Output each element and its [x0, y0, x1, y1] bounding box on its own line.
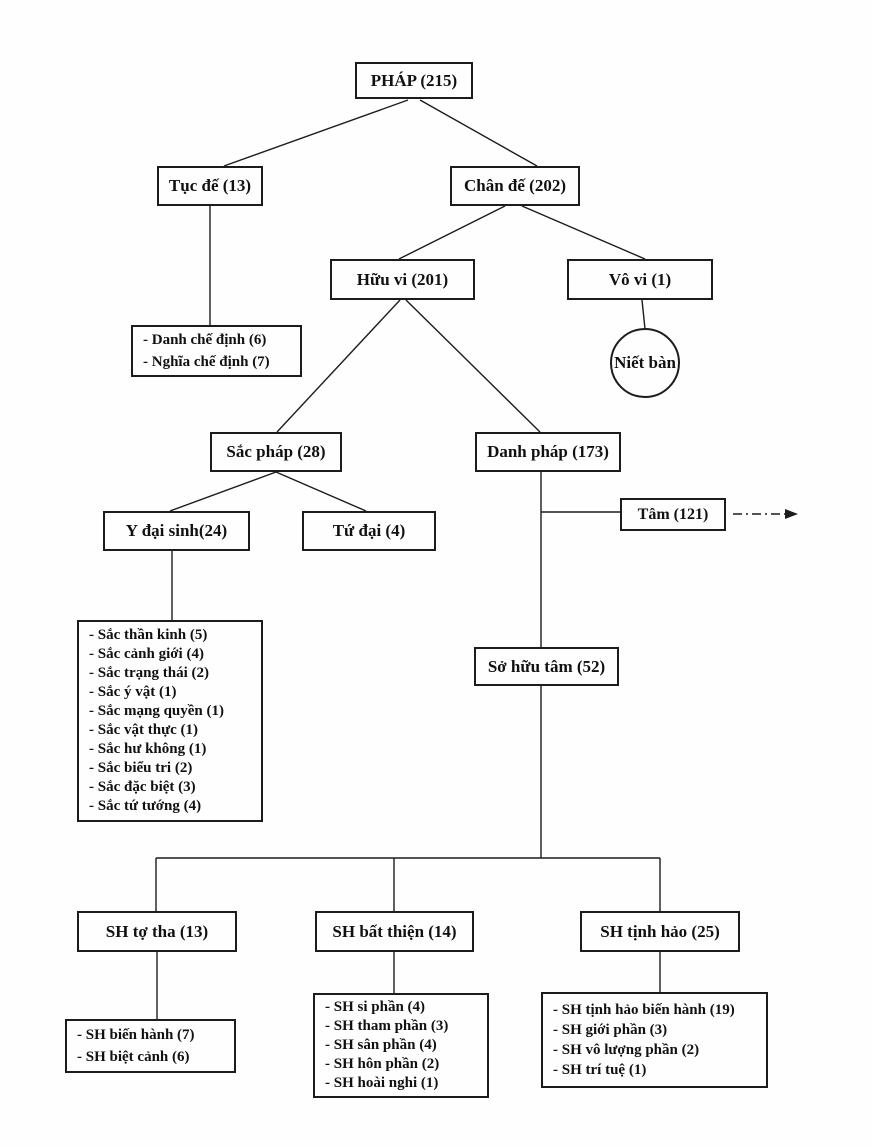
list-item: - Sắc biểu tri (2) — [89, 760, 193, 776]
edge-huuvi-sacphap — [276, 299, 401, 433]
list-item: - SH trí tuệ (1) — [553, 1062, 647, 1078]
node-tu-dai-label: Tứ đại (4) — [332, 521, 406, 540]
edge-phap-tucde — [223, 99, 409, 167]
list-item: - Sắc trạng thái (2) — [89, 665, 209, 681]
list-sh-tinh-hao-details: - SH tịnh hảo biến hành (19) - SH giới p… — [541, 992, 768, 1088]
node-so-huu-tam: Sở hữu tâm (52) — [474, 647, 619, 686]
list-item: - SH tịnh hảo biến hành (19) — [553, 1002, 735, 1018]
list-item: - SH biến hành (7) — [77, 1027, 195, 1043]
list-item: - Sắc hư không (1) — [89, 741, 207, 757]
node-tuc-de-label: Tục đế (13) — [168, 176, 252, 195]
node-huu-vi: Hữu vi (201) — [330, 259, 475, 300]
edge-phap-chande — [419, 99, 538, 167]
node-niet-ban-label: Niết bàn — [614, 353, 676, 372]
node-sh-bat-thien-label: SH bất thiện (14) — [332, 921, 457, 941]
list-sh-bat-thien-details: - SH si phần (4) - SH tham phần (3) - SH… — [313, 993, 489, 1098]
edge-sacphap-ydaisinh — [169, 471, 277, 512]
node-phap: PHÁP (215) — [355, 62, 473, 99]
node-so-huu-tam-label: Sở hữu tâm (52) — [487, 656, 606, 676]
edge-sacphap-tudai — [275, 471, 367, 512]
list-che-dinh: - Danh chế định (6) - Nghĩa chế định (7) — [131, 325, 302, 377]
node-y-dai-sinh-label: Y đại sinh(24) — [125, 521, 228, 540]
list-item: - Sắc đặc biệt (3) — [89, 779, 196, 795]
edge-chande-huuvi — [398, 205, 506, 260]
list-item: - Danh chế định (6) — [143, 332, 267, 348]
list-sh-to-tha-details: - SH biến hành (7) - SH biệt cảnh (6) — [65, 1019, 236, 1073]
node-sac-phap-label: Sắc pháp (28) — [226, 442, 326, 461]
node-sh-tinh-hao-label: SH tịnh hảo (25) — [600, 921, 720, 941]
list-sac-phap-details: - Sắc thần kinh (5) - Sắc cảnh giới (4) … — [77, 620, 263, 822]
node-phap-label: PHÁP (215) — [370, 70, 458, 90]
list-item: - SH tham phần (3) — [325, 1018, 449, 1034]
node-y-dai-sinh: Y đại sinh(24) — [103, 511, 250, 551]
list-item: - SH sân phần (4) — [325, 1037, 437, 1053]
list-item: - Sắc thần kinh (5) — [89, 627, 208, 643]
list-item: - SH giới phần (3) — [553, 1022, 668, 1038]
node-tu-dai: Tứ đại (4) — [302, 511, 436, 551]
list-item: - SH biệt cảnh (6) — [77, 1049, 190, 1065]
node-tam-label: Tâm (121) — [637, 505, 709, 523]
edge-huuvi-danhphap — [405, 299, 541, 433]
node-sh-bat-thien: SH bất thiện (14) — [315, 911, 474, 952]
node-tuc-de: Tục đế (13) — [157, 166, 263, 206]
node-chan-de-label: Chân đế (202) — [463, 176, 566, 195]
list-item: - Sắc ý vật (1) — [89, 684, 177, 700]
list-item: - SH vô lượng phần (2) — [553, 1042, 700, 1058]
node-sh-to-tha-label: SH tợ tha (13) — [105, 921, 209, 941]
node-danh-phap-label: Danh pháp (173) — [487, 442, 609, 461]
node-niet-ban: Niết bàn — [610, 328, 680, 398]
list-item: - Sắc vật thực (1) — [89, 722, 198, 738]
node-sac-phap: Sắc pháp (28) — [210, 432, 342, 472]
list-item: - Sắc tứ tướng (4) — [89, 798, 202, 814]
edge-chande-vovi — [521, 205, 646, 260]
node-chan-de: Chân đế (202) — [450, 166, 580, 206]
node-sh-tinh-hao: SH tịnh hảo (25) — [580, 911, 740, 952]
node-sh-to-tha: SH tợ tha (13) — [77, 911, 237, 952]
list-item: - Sắc mạng quyền (1) — [89, 703, 225, 719]
list-item: - SH hoài nghi (1) — [325, 1075, 439, 1091]
edge-vovi-nietban — [641, 299, 646, 330]
list-item: - Nghĩa chế định (7) — [143, 354, 270, 370]
node-vo-vi-label: Vô vi (1) — [608, 269, 672, 289]
list-item: - SH hôn phần (2) — [325, 1056, 440, 1072]
list-item: - Sắc cảnh giới (4) — [89, 646, 204, 662]
node-huu-vi-label: Hữu vi (201) — [356, 269, 449, 289]
node-vo-vi: Vô vi (1) — [567, 259, 713, 300]
node-tam: Tâm (121) — [620, 498, 726, 531]
arrowhead-icon — [785, 509, 798, 519]
node-danh-phap: Danh pháp (173) — [475, 432, 621, 472]
list-item: - SH si phần (4) — [325, 999, 426, 1015]
